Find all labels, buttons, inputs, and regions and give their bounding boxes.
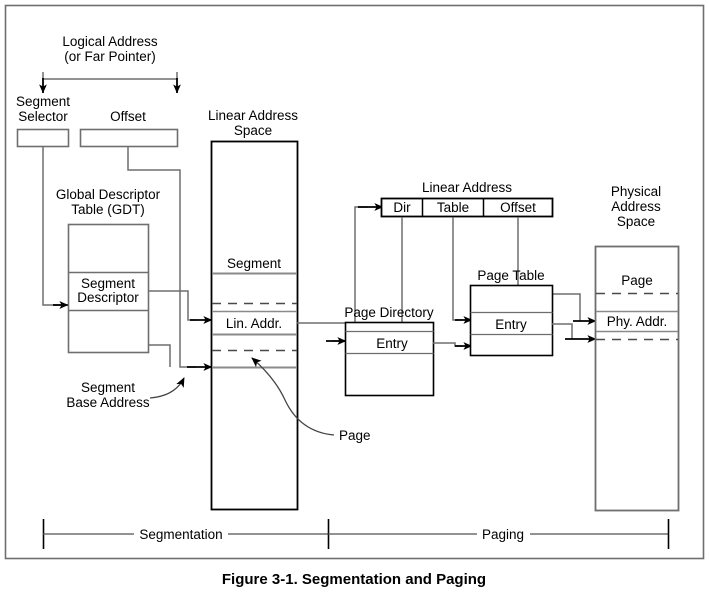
figure-caption: Figure 3-1. Segmentation and Paging — [222, 571, 486, 588]
las-page-callout-label: Page — [339, 428, 371, 443]
segment-base-label-line1: Segment — [81, 380, 135, 395]
gdt-box — [67, 223, 150, 354]
physical-address-space-box — [594, 245, 680, 512]
offset-box — [79, 128, 179, 148]
pas-title-line1: Physical — [611, 184, 661, 199]
segment-descriptor-label-line2: Descriptor — [77, 290, 139, 305]
las-title-line1: Linear Address — [208, 108, 298, 123]
pas-title-line3: Space — [617, 214, 655, 229]
segment-base-label-line2: Base Address — [66, 395, 150, 410]
logical-address-title-line2: (or Far Pointer) — [64, 49, 156, 64]
segment-selector-box — [16, 128, 70, 148]
pas-phy-addr-label: Phy. Addr. — [607, 314, 668, 329]
segment-base-callout-arrow — [149, 377, 185, 399]
paging-bracket — [328, 519, 670, 549]
gdt-title-line2: Table (GDT) — [71, 202, 145, 217]
las-page-callout-arrow — [251, 357, 335, 436]
linear-address-field-offset: Offset — [500, 200, 536, 215]
segment-selector-label-line2: Selector — [18, 109, 68, 124]
logical-address-title-line1: Logical Address — [62, 34, 158, 49]
pas-title-line2: Address — [611, 199, 661, 214]
offset-label: Offset — [110, 109, 146, 124]
page-table-title: Page Table — [477, 268, 544, 283]
las-title-line2: Space — [234, 123, 272, 138]
segmentation-bracket-label: Segmentation — [139, 527, 222, 542]
table-to-page-table-connector — [452, 217, 462, 321]
page-table-box — [469, 284, 554, 357]
selector-to-gdt-connector — [42, 147, 62, 306]
paging-bracket-label: Paging — [482, 527, 524, 542]
linear-address-bar — [380, 197, 554, 218]
page-table-to-physical-connector — [552, 323, 573, 339]
linear-address-field-table: Table — [437, 200, 469, 215]
linear-address-space-box — [210, 140, 299, 511]
page-table-entry-label: Entry — [495, 317, 527, 332]
segment-selector-label-line1: Segment — [16, 94, 70, 109]
las-segment-label: Segment — [227, 256, 281, 271]
segment-descriptor-label-line1: Segment — [81, 276, 135, 291]
linear-address-title: Linear Address — [422, 180, 512, 195]
figure-frame — [4, 4, 705, 560]
descriptor-to-las-connector — [148, 290, 196, 321]
las-lin-addr-label: Lin. Addr. — [226, 316, 282, 331]
gdt-title-line1: Global Descriptor — [56, 187, 161, 202]
offset-to-las-connector — [127, 147, 196, 368]
page-directory-title: Page Directory — [344, 305, 434, 320]
pas-page-label: Page — [621, 273, 653, 288]
linear-address-field-dir: Dir — [393, 200, 411, 215]
descriptor-to-base-connector — [148, 344, 171, 367]
logical-address-fork-connector — [39, 72, 181, 94]
page-directory-box — [344, 321, 435, 397]
page-directory-entry-label: Entry — [376, 336, 408, 351]
